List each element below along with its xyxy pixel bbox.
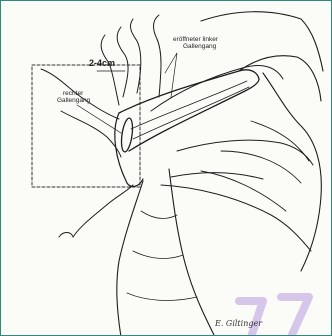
liver-outline: [201, 12, 323, 101]
stay-suture-right-2: [177, 140, 313, 165]
bowel-loop-left: [117, 181, 143, 336]
bowel-fold-1: [141, 211, 177, 218]
opened-duct-inner-line-2: [133, 87, 249, 139]
stay-suture-4: [154, 15, 162, 97]
stay-suture-right-3: [171, 173, 263, 179]
label-common-duct: eröffneter linker Gallengang: [173, 37, 218, 51]
label-measure: 2-4cm: [89, 59, 115, 68]
organ-inner-contour: [201, 121, 309, 211]
label-common-duct-line2: Gallengang: [173, 44, 218, 51]
stay-suture-1: [117, 27, 128, 97]
stay-suture-2: [101, 35, 119, 105]
bowel-loop-right: [169, 169, 215, 336]
stay-suture-3: [130, 19, 140, 93]
stay-suture-down-2: [59, 233, 73, 238]
right-bile-duct-opening: [120, 117, 135, 152]
artist-signature: E. Giltinger: [215, 319, 262, 328]
bowel-fold-3: [127, 293, 197, 300]
label-right-duct: rechter Gallengang: [57, 91, 90, 105]
organ-body: [263, 73, 321, 271]
stay-suture-left-2: [61, 111, 121, 157]
stay-suture-right-1: [161, 185, 311, 251]
stay-suture-down-1: [73, 185, 133, 237]
label-right-duct-line2: Gallengang: [57, 98, 90, 105]
watermark-mark: [239, 297, 309, 336]
duct-neck: [115, 113, 143, 186]
bowel-fold-2: [133, 251, 183, 258]
